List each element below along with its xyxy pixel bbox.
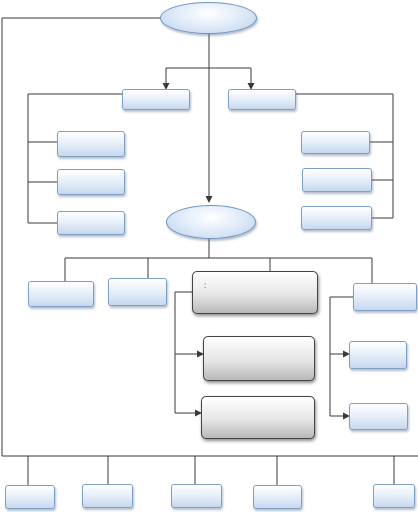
right-child-node-1 <box>301 131 370 154</box>
right-col-child-node-1 <box>349 341 407 369</box>
gray-box-node-1: : <box>192 271 318 314</box>
bottom-node-1 <box>5 485 55 509</box>
bottom-node-4 <box>253 485 302 509</box>
left-child-node-1 <box>57 131 125 157</box>
bottom-node-2 <box>82 484 133 508</box>
bottom-node-5 <box>373 484 415 508</box>
bottom-node-3 <box>171 484 222 508</box>
middle-oval-node <box>166 205 256 239</box>
right-child-node-3 <box>301 206 372 230</box>
top-oval-node <box>160 2 257 34</box>
upper-left-head-node <box>122 89 190 110</box>
left-child-node-2 <box>57 169 125 195</box>
row3-box-node-1 <box>28 281 94 307</box>
gray-box-node-3 <box>201 396 315 439</box>
right-col-child-node-2 <box>349 403 408 430</box>
row3-box-node-2 <box>108 278 167 306</box>
left-child-node-3 <box>57 211 125 235</box>
gray-box-mark: : <box>204 281 207 290</box>
right-col-head-node <box>353 283 417 311</box>
upper-right-head-node <box>228 89 296 110</box>
right-child-node-2 <box>302 168 372 192</box>
gray-box-node-2 <box>203 336 315 381</box>
